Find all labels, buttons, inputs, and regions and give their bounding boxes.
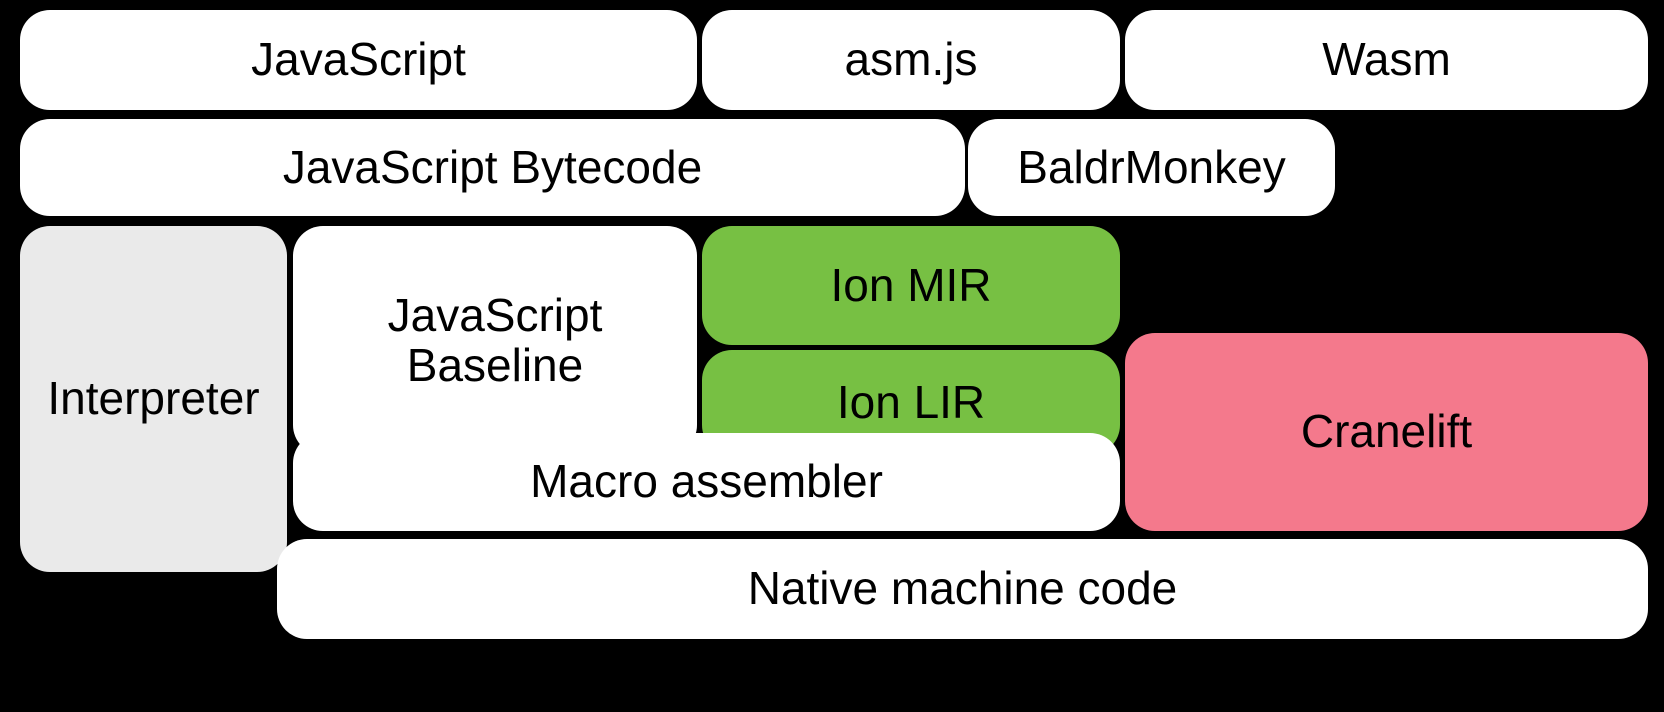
node-macro-assembler[interactable]: Macro assembler (293, 433, 1120, 531)
node-javascript-bytecode[interactable]: JavaScript Bytecode (20, 119, 965, 216)
node-label-interpreter: Interpreter (47, 372, 260, 425)
node-label-native-machine-code: Native machine code (747, 562, 1178, 615)
node-baldrmonkey[interactable]: BaldrMonkey (968, 119, 1335, 216)
node-javascript[interactable]: JavaScript (20, 10, 697, 110)
node-label-macro-assembler: Macro assembler (530, 455, 883, 508)
node-interpreter[interactable]: Interpreter (20, 226, 287, 572)
node-label-wasm: Wasm (1322, 33, 1451, 86)
node-cranelift[interactable]: Cranelift (1125, 333, 1648, 531)
node-label-ion-mir: Ion MIR (830, 258, 992, 311)
node-label-cranelift: Cranelift (1300, 405, 1473, 458)
node-label-ion-lir: Ion LIR (836, 375, 986, 428)
node-asmjs[interactable]: asm.js (702, 10, 1120, 110)
node-label-javascript: JavaScript (251, 33, 466, 86)
node-label-javascript-bytecode: JavaScript Bytecode (282, 140, 703, 193)
node-ion-mir[interactable]: Ion MIR (702, 226, 1120, 345)
node-label-baldrmonkey: BaldrMonkey (1017, 140, 1286, 193)
node-label-javascript-baseline: JavaScript Baseline (387, 288, 603, 391)
node-javascript-baseline[interactable]: JavaScript Baseline (293, 226, 697, 455)
node-wasm[interactable]: Wasm (1125, 10, 1648, 110)
node-label-asmjs: asm.js (844, 33, 978, 86)
node-native-machine-code[interactable]: Native machine code (277, 539, 1648, 639)
